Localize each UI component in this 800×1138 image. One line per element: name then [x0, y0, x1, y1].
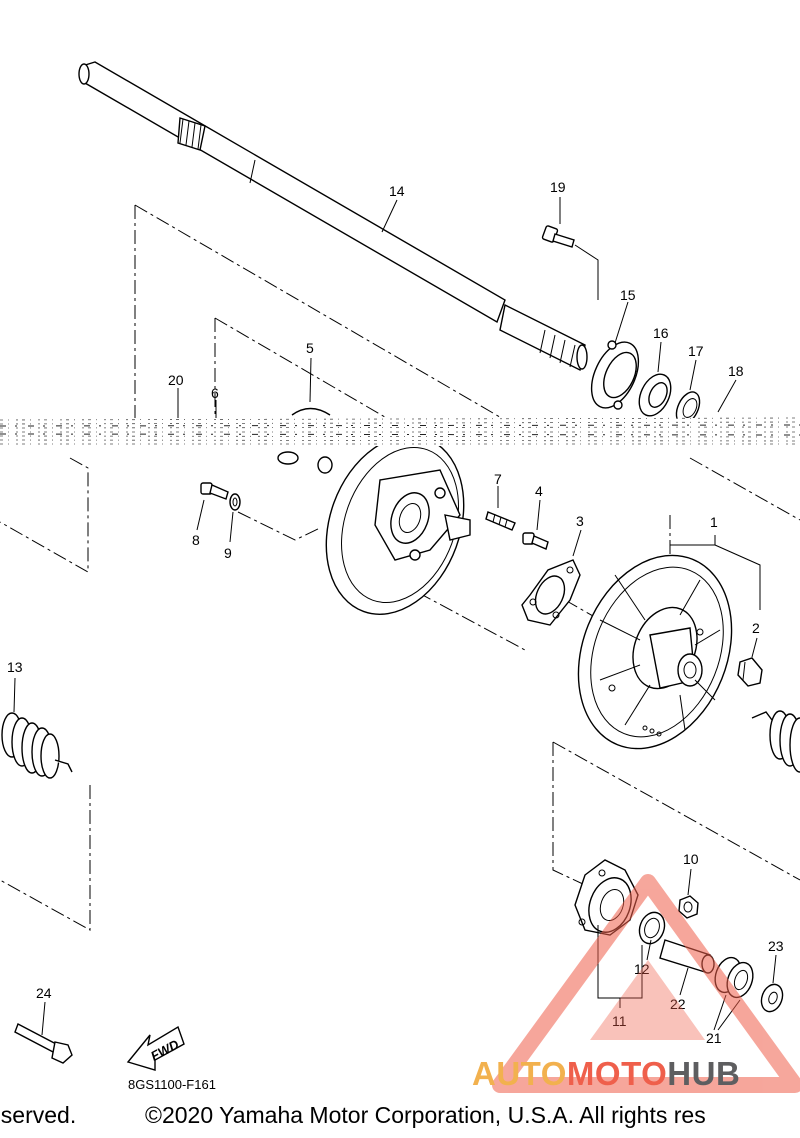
callout-22: 22 — [670, 996, 686, 1012]
callout-21: 21 — [706, 1030, 722, 1046]
watermark-part-moto: MOTO — [566, 1055, 668, 1092]
stud-part-7 — [485, 511, 516, 531]
callout-24: 24 — [36, 985, 52, 1001]
callout-7: 7 — [494, 471, 502, 487]
callout-17: 17 — [688, 343, 704, 359]
callout-labels: 1 2 3 4 5 6 7 8 9 10 11 12 13 14 15 16 1… — [7, 179, 784, 1046]
footer-copyright: ©2020 Yamaha Motor Corporation, U.S.A. A… — [145, 1102, 706, 1128]
callout-13: 13 — [7, 659, 23, 675]
sheave-part-1 — [577, 554, 733, 750]
leader-lines — [13, 197, 777, 1036]
screw-part-8 — [200, 482, 229, 500]
callout-2: 2 — [752, 620, 760, 636]
callout-9: 9 — [224, 545, 232, 561]
callout-6: 6 — [211, 385, 219, 401]
fwd-arrow-icon: FWD — [126, 1025, 185, 1071]
nut-part-10 — [678, 895, 699, 919]
callout-19: 19 — [550, 179, 566, 195]
spring-right-partial — [751, 710, 800, 773]
diagram-code: 8GS1100-F161 — [128, 1077, 216, 1092]
bearing-housing-part-15 — [590, 340, 640, 410]
watermark-part-auto: AUTO — [472, 1055, 567, 1092]
callout-11: 11 — [612, 1013, 627, 1029]
callout-10: 10 — [683, 851, 699, 867]
ring-part-17 — [675, 391, 701, 425]
footer-left-fragment: eserved. — [0, 1102, 77, 1128]
gasket-part-3 — [521, 559, 581, 626]
watermark-triangle-icon — [492, 874, 800, 1093]
ring-part-5 — [277, 407, 333, 474]
bolt-part-4 — [522, 532, 549, 550]
callout-16: 16 — [653, 325, 669, 341]
weight-part-2 — [737, 657, 763, 687]
bushing-part-12 — [638, 911, 666, 945]
bolt-part-19 — [541, 225, 599, 300]
callout-12: 12 — [634, 961, 650, 977]
callout-14: 14 — [389, 183, 405, 199]
sheave-assembly-part-6 — [325, 435, 471, 615]
washer-part-9 — [229, 493, 241, 511]
bearing-part-16 — [638, 373, 672, 417]
callout-23: 23 — [768, 938, 784, 954]
callout-1: 1 — [710, 514, 718, 530]
callout-8: 8 — [192, 532, 200, 548]
callout-15: 15 — [620, 287, 636, 303]
washer-part-23 — [760, 983, 784, 1013]
watermark-logo-text: AUTOMOTOHUB — [472, 1055, 740, 1093]
shaft-part-14 — [78, 61, 588, 372]
callout-5: 5 — [306, 340, 314, 356]
callout-3: 3 — [576, 513, 584, 529]
spring-part-13 — [1, 712, 73, 779]
bolt-part-24 — [14, 1023, 73, 1064]
callout-18: 18 — [728, 363, 744, 379]
callout-20: 20 — [168, 372, 184, 388]
watermark-part-hub: HUB — [667, 1055, 741, 1092]
callout-4: 4 — [535, 483, 543, 499]
